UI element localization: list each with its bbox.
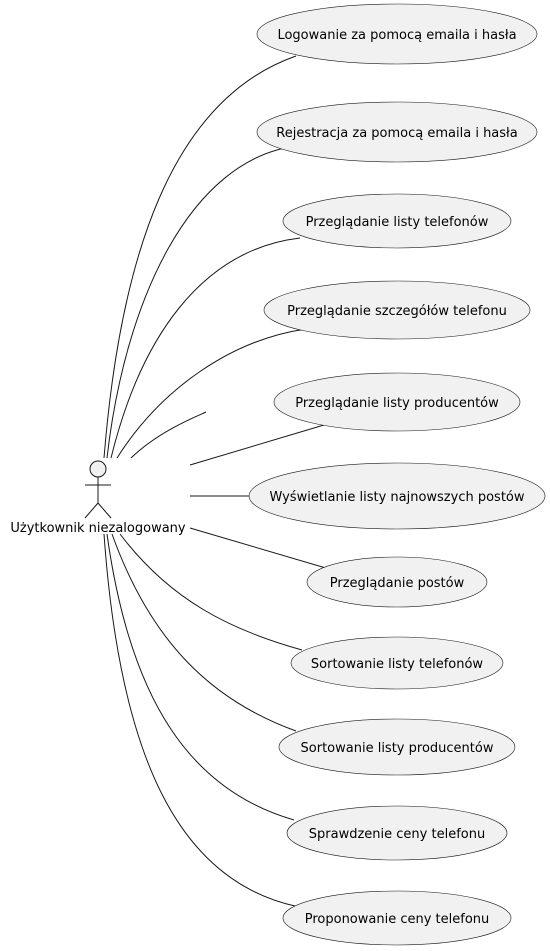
use-case-3[interactable]: Przeglądanie listy telefonów — [282, 193, 512, 249]
actor-left-leg — [84, 502, 99, 519]
use-case-ellipse — [286, 805, 508, 861]
use-case-7[interactable]: Przeglądanie postów — [306, 556, 488, 608]
use-case-1[interactable]: Logowanie za pomocą emaila i hasła — [256, 3, 538, 65]
use-case-label: Sortowanie listy producentów — [301, 741, 494, 756]
use-case-ellipse — [256, 101, 538, 163]
use-case-ellipse — [256, 3, 538, 65]
association-line — [116, 328, 307, 459]
use-case-ellipse — [263, 280, 531, 340]
use-case-8[interactable]: Sortowanie listy telefonów — [290, 636, 504, 690]
use-case-label: Logowanie za pomocą emaila i hasła — [277, 28, 516, 43]
use-case-ellipse — [273, 372, 521, 432]
association-line — [189, 527, 337, 572]
use-case-ellipse — [278, 718, 516, 776]
association-line — [110, 237, 301, 459]
use-case-5[interactable]: Przeglądanie listy producentów — [273, 372, 521, 432]
association-line — [106, 145, 297, 459]
use-case-ellipse — [290, 636, 504, 690]
use-case-ellipse — [282, 193, 512, 249]
use-case-label: Przeglądanie listy telefonów — [306, 215, 489, 230]
association-line — [130, 411, 207, 459]
association-line — [106, 533, 295, 821]
use-case-9[interactable]: Sortowanie listy producentów — [278, 718, 516, 776]
use-case-label: Sortowanie listy telefonów — [311, 657, 484, 672]
use-case-label: Sprawdzenie ceny telefonu — [309, 827, 485, 842]
use-case-label: Przeglądanie listy producentów — [295, 396, 499, 411]
use-case-4[interactable]: Przeglądanie szczegółów telefonu — [263, 280, 531, 340]
actor-head — [89, 460, 107, 478]
actor-right-leg — [97, 502, 112, 519]
actor[interactable]: Użytkownik niezalogowany — [10, 460, 186, 536]
association-line — [119, 533, 303, 651]
use-case-label: Przeglądanie szczegółów telefonu — [287, 304, 507, 319]
use-case-10[interactable]: Sprawdzenie ceny telefonu — [286, 805, 508, 861]
use-case-label: Proponowanie ceny telefonu — [305, 912, 490, 927]
actor-label: Użytkownik niezalogowany — [10, 521, 186, 536]
associations — [103, 55, 337, 907]
association-line — [103, 55, 297, 459]
use-case-ellipse — [282, 890, 512, 946]
use-case-11[interactable]: Proponowanie ceny telefonu — [282, 890, 512, 946]
use-case-6[interactable]: Wyświetlanie listy najnowszych postów — [248, 462, 546, 530]
use-case-label: Wyświetlanie listy najnowszych postów — [269, 490, 524, 505]
use-case-2[interactable]: Rejestracja za pomocą emaila i hasła — [256, 101, 538, 163]
association-line — [111, 533, 297, 732]
use-case-ellipse — [306, 556, 488, 608]
use-case-label: Przeglądanie postów — [330, 576, 465, 591]
use-case-label: Rejestracja za pomocą emaila i hasła — [276, 126, 517, 141]
use-case-ellipse — [248, 462, 546, 530]
association-line — [189, 424, 325, 466]
association-line — [103, 533, 296, 907]
